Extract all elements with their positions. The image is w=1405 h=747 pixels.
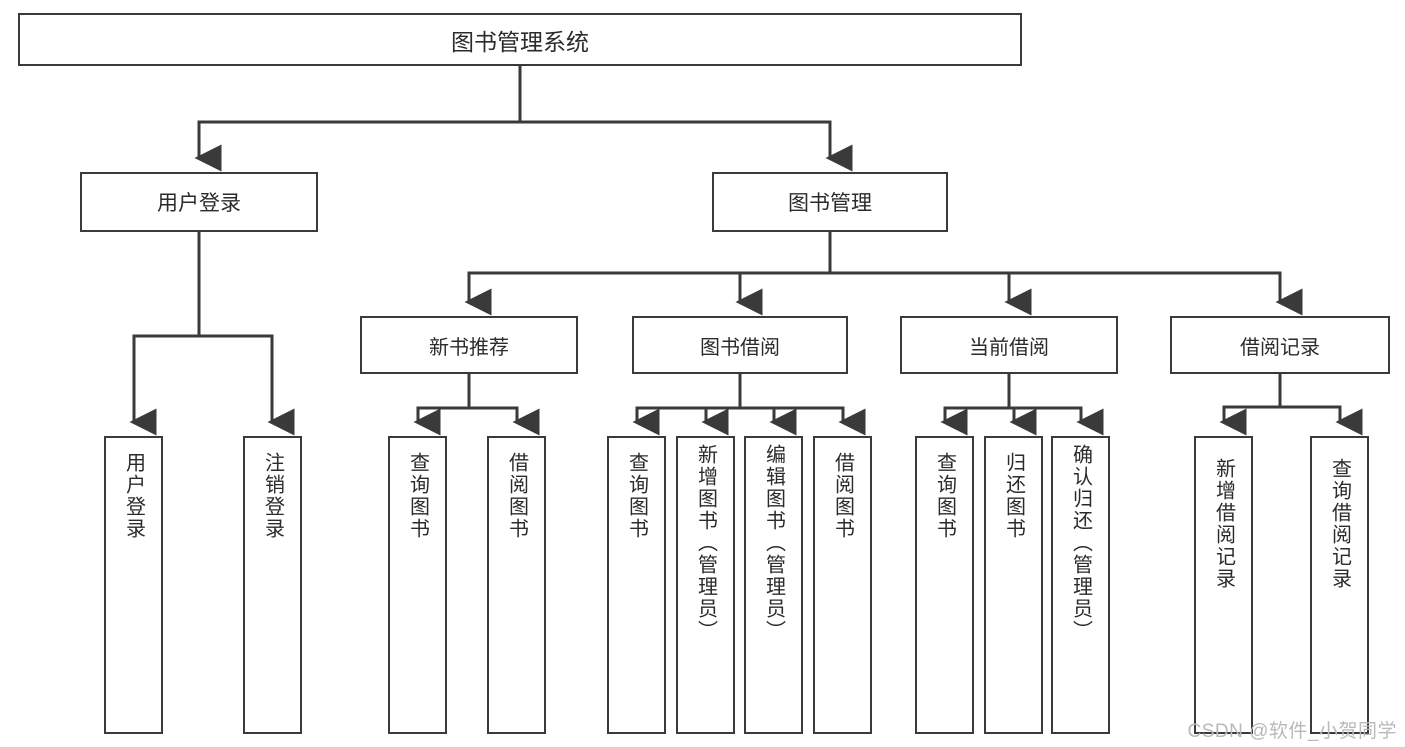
node-leaf-borrow-book-2-label: 借阅图书 <box>831 452 854 540</box>
node-leaf-borrow-book-1-label: 借阅图书 <box>505 452 528 540</box>
node-leaf-borrow-book-1[interactable]: 借阅图书 <box>487 436 546 734</box>
node-leaf-confirm-return-label: 确认归还（管理员） <box>1069 444 1092 642</box>
node-leaf-user-login[interactable]: 用户登录 <box>104 436 163 734</box>
node-user-login[interactable]: 用户登录 <box>80 172 318 232</box>
node-new-book-recommend-label: 新书推荐 <box>429 336 509 359</box>
node-leaf-query-book-3[interactable]: 查询图书 <box>915 436 974 734</box>
node-leaf-add-book[interactable]: 新增图书（管理员） <box>676 436 735 734</box>
node-current-borrow-label: 当前借阅 <box>969 336 1049 359</box>
node-borrow-record-label: 借阅记录 <box>1240 336 1320 359</box>
node-leaf-query-book-3-label: 查询图书 <box>933 452 956 540</box>
node-book-borrow[interactable]: 图书借阅 <box>632 316 848 374</box>
node-book-borrow-label: 图书借阅 <box>700 336 780 359</box>
node-user-login-label: 用户登录 <box>157 192 241 215</box>
node-leaf-borrow-book-2[interactable]: 借阅图书 <box>813 436 872 734</box>
node-leaf-add-record[interactable]: 新增借阅记录 <box>1194 436 1253 734</box>
node-book-manage[interactable]: 图书管理 <box>712 172 948 232</box>
node-root[interactable]: 图书管理系统 <box>18 13 1022 66</box>
node-leaf-query-book-1-label: 查询图书 <box>406 452 429 540</box>
node-leaf-edit-book-label: 编辑图书（管理员） <box>762 444 785 642</box>
node-leaf-return-book-label: 归还图书 <box>1002 452 1025 540</box>
node-borrow-record[interactable]: 借阅记录 <box>1170 316 1390 374</box>
node-leaf-edit-book[interactable]: 编辑图书（管理员） <box>744 436 803 734</box>
node-new-book-recommend[interactable]: 新书推荐 <box>360 316 578 374</box>
node-leaf-user-login-label: 用户登录 <box>122 452 145 540</box>
node-leaf-confirm-return[interactable]: 确认归还（管理员） <box>1051 436 1110 734</box>
node-leaf-query-record-label: 查询借阅记录 <box>1328 458 1351 590</box>
node-leaf-return-book[interactable]: 归还图书 <box>984 436 1043 734</box>
node-leaf-add-book-label: 新增图书（管理员） <box>694 444 717 642</box>
node-leaf-query-record[interactable]: 查询借阅记录 <box>1310 436 1369 734</box>
node-leaf-add-record-label: 新增借阅记录 <box>1212 458 1235 590</box>
node-leaf-logout[interactable]: 注销登录 <box>243 436 302 734</box>
node-book-manage-label: 图书管理 <box>788 192 872 215</box>
node-root-label: 图书管理系统 <box>451 28 589 55</box>
node-leaf-logout-label: 注销登录 <box>261 452 284 540</box>
node-current-borrow[interactable]: 当前借阅 <box>900 316 1118 374</box>
node-leaf-query-book-2[interactable]: 查询图书 <box>607 436 666 734</box>
watermark-text: CSDN @软件_小贺同学 <box>1187 721 1397 742</box>
node-leaf-query-book-2-label: 查询图书 <box>625 452 648 540</box>
node-leaf-query-book-1[interactable]: 查询图书 <box>388 436 447 734</box>
